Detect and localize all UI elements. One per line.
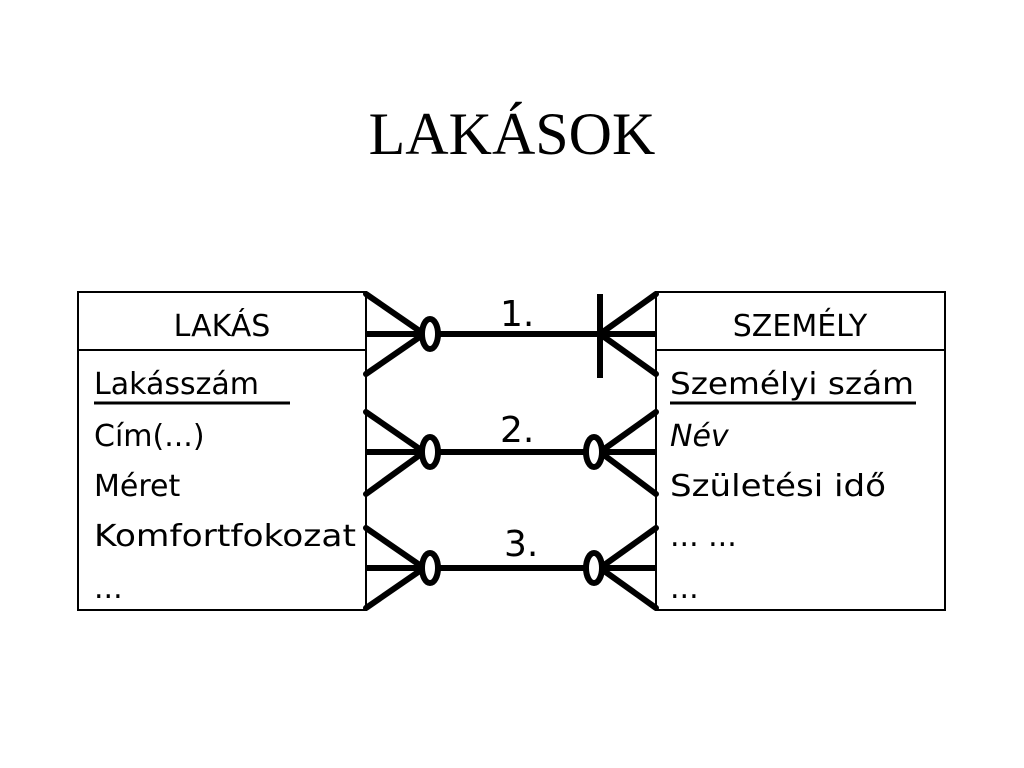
lakas-attr-1: Cím(...) bbox=[94, 419, 205, 454]
relationship-2-right-zero-circle bbox=[583, 434, 605, 470]
relationship-2-left-zero-circle bbox=[419, 434, 441, 470]
entity-lakas-name: LAKÁS bbox=[174, 308, 271, 344]
relationship-2-label: 2. bbox=[500, 410, 534, 451]
lakas-attr-0: Lakásszám bbox=[94, 367, 259, 402]
szemely-attr-0: Személyi szám bbox=[670, 367, 914, 402]
lakas-attr-3: Komfortfokozat bbox=[94, 519, 356, 554]
relationship-3-left-zero-circle bbox=[419, 550, 441, 586]
relationship-3-right-crowfoot-lower bbox=[597, 565, 659, 611]
relationship-2-right-crowfoot-upper bbox=[597, 409, 659, 455]
relationship-1-left-zero-circle bbox=[419, 316, 441, 352]
szemely-attr-1: Név bbox=[670, 419, 730, 454]
lakas-attr-4: ... bbox=[94, 571, 123, 606]
relationship-1-right-crowfoot-upper bbox=[597, 291, 659, 337]
relationship-2-right-crowfoot-lower bbox=[597, 449, 659, 497]
relationship-3-right-zero-circle bbox=[583, 550, 605, 586]
relationship-1-left-crowfoot-lower bbox=[363, 331, 427, 377]
lakas-attr-2: Méret bbox=[94, 469, 180, 504]
entity-szemely-name: SZEMÉLY bbox=[733, 308, 868, 344]
relationship-2-left-crowfoot-upper bbox=[363, 409, 427, 455]
relationship-3-right-crowfoot-upper bbox=[597, 525, 659, 571]
entity-lakas[interactable]: LAKÁS Lakásszám Cím(...) Méret Komfortfo… bbox=[77, 291, 367, 611]
relationship-3-label: 3. bbox=[504, 524, 538, 565]
relationship-3[interactable]: 3. bbox=[363, 524, 659, 611]
relationship-1-label: 1. bbox=[500, 294, 534, 335]
relationship-1[interactable]: 1. bbox=[363, 291, 659, 378]
relationship-3-left-crowfoot-lower bbox=[363, 565, 427, 611]
szemely-attr-2: Születési idő bbox=[670, 469, 886, 504]
entity-szemely[interactable]: SZEMÉLY Személyi szám Név Születési idő … bbox=[655, 291, 946, 611]
relationship-1-right-crowfoot-lower bbox=[597, 331, 659, 377]
relationship-3-left-crowfoot-upper bbox=[363, 525, 427, 571]
relationship-2-left-crowfoot-lower bbox=[363, 449, 427, 497]
relationship-1-left-crowfoot-upper bbox=[363, 291, 427, 337]
szemely-attr-3: ... ... bbox=[670, 519, 737, 554]
szemely-attr-4: ... bbox=[670, 571, 699, 606]
relationship-2[interactable]: 2. bbox=[363, 409, 659, 497]
page-title: LAKÁSOK bbox=[368, 101, 656, 167]
